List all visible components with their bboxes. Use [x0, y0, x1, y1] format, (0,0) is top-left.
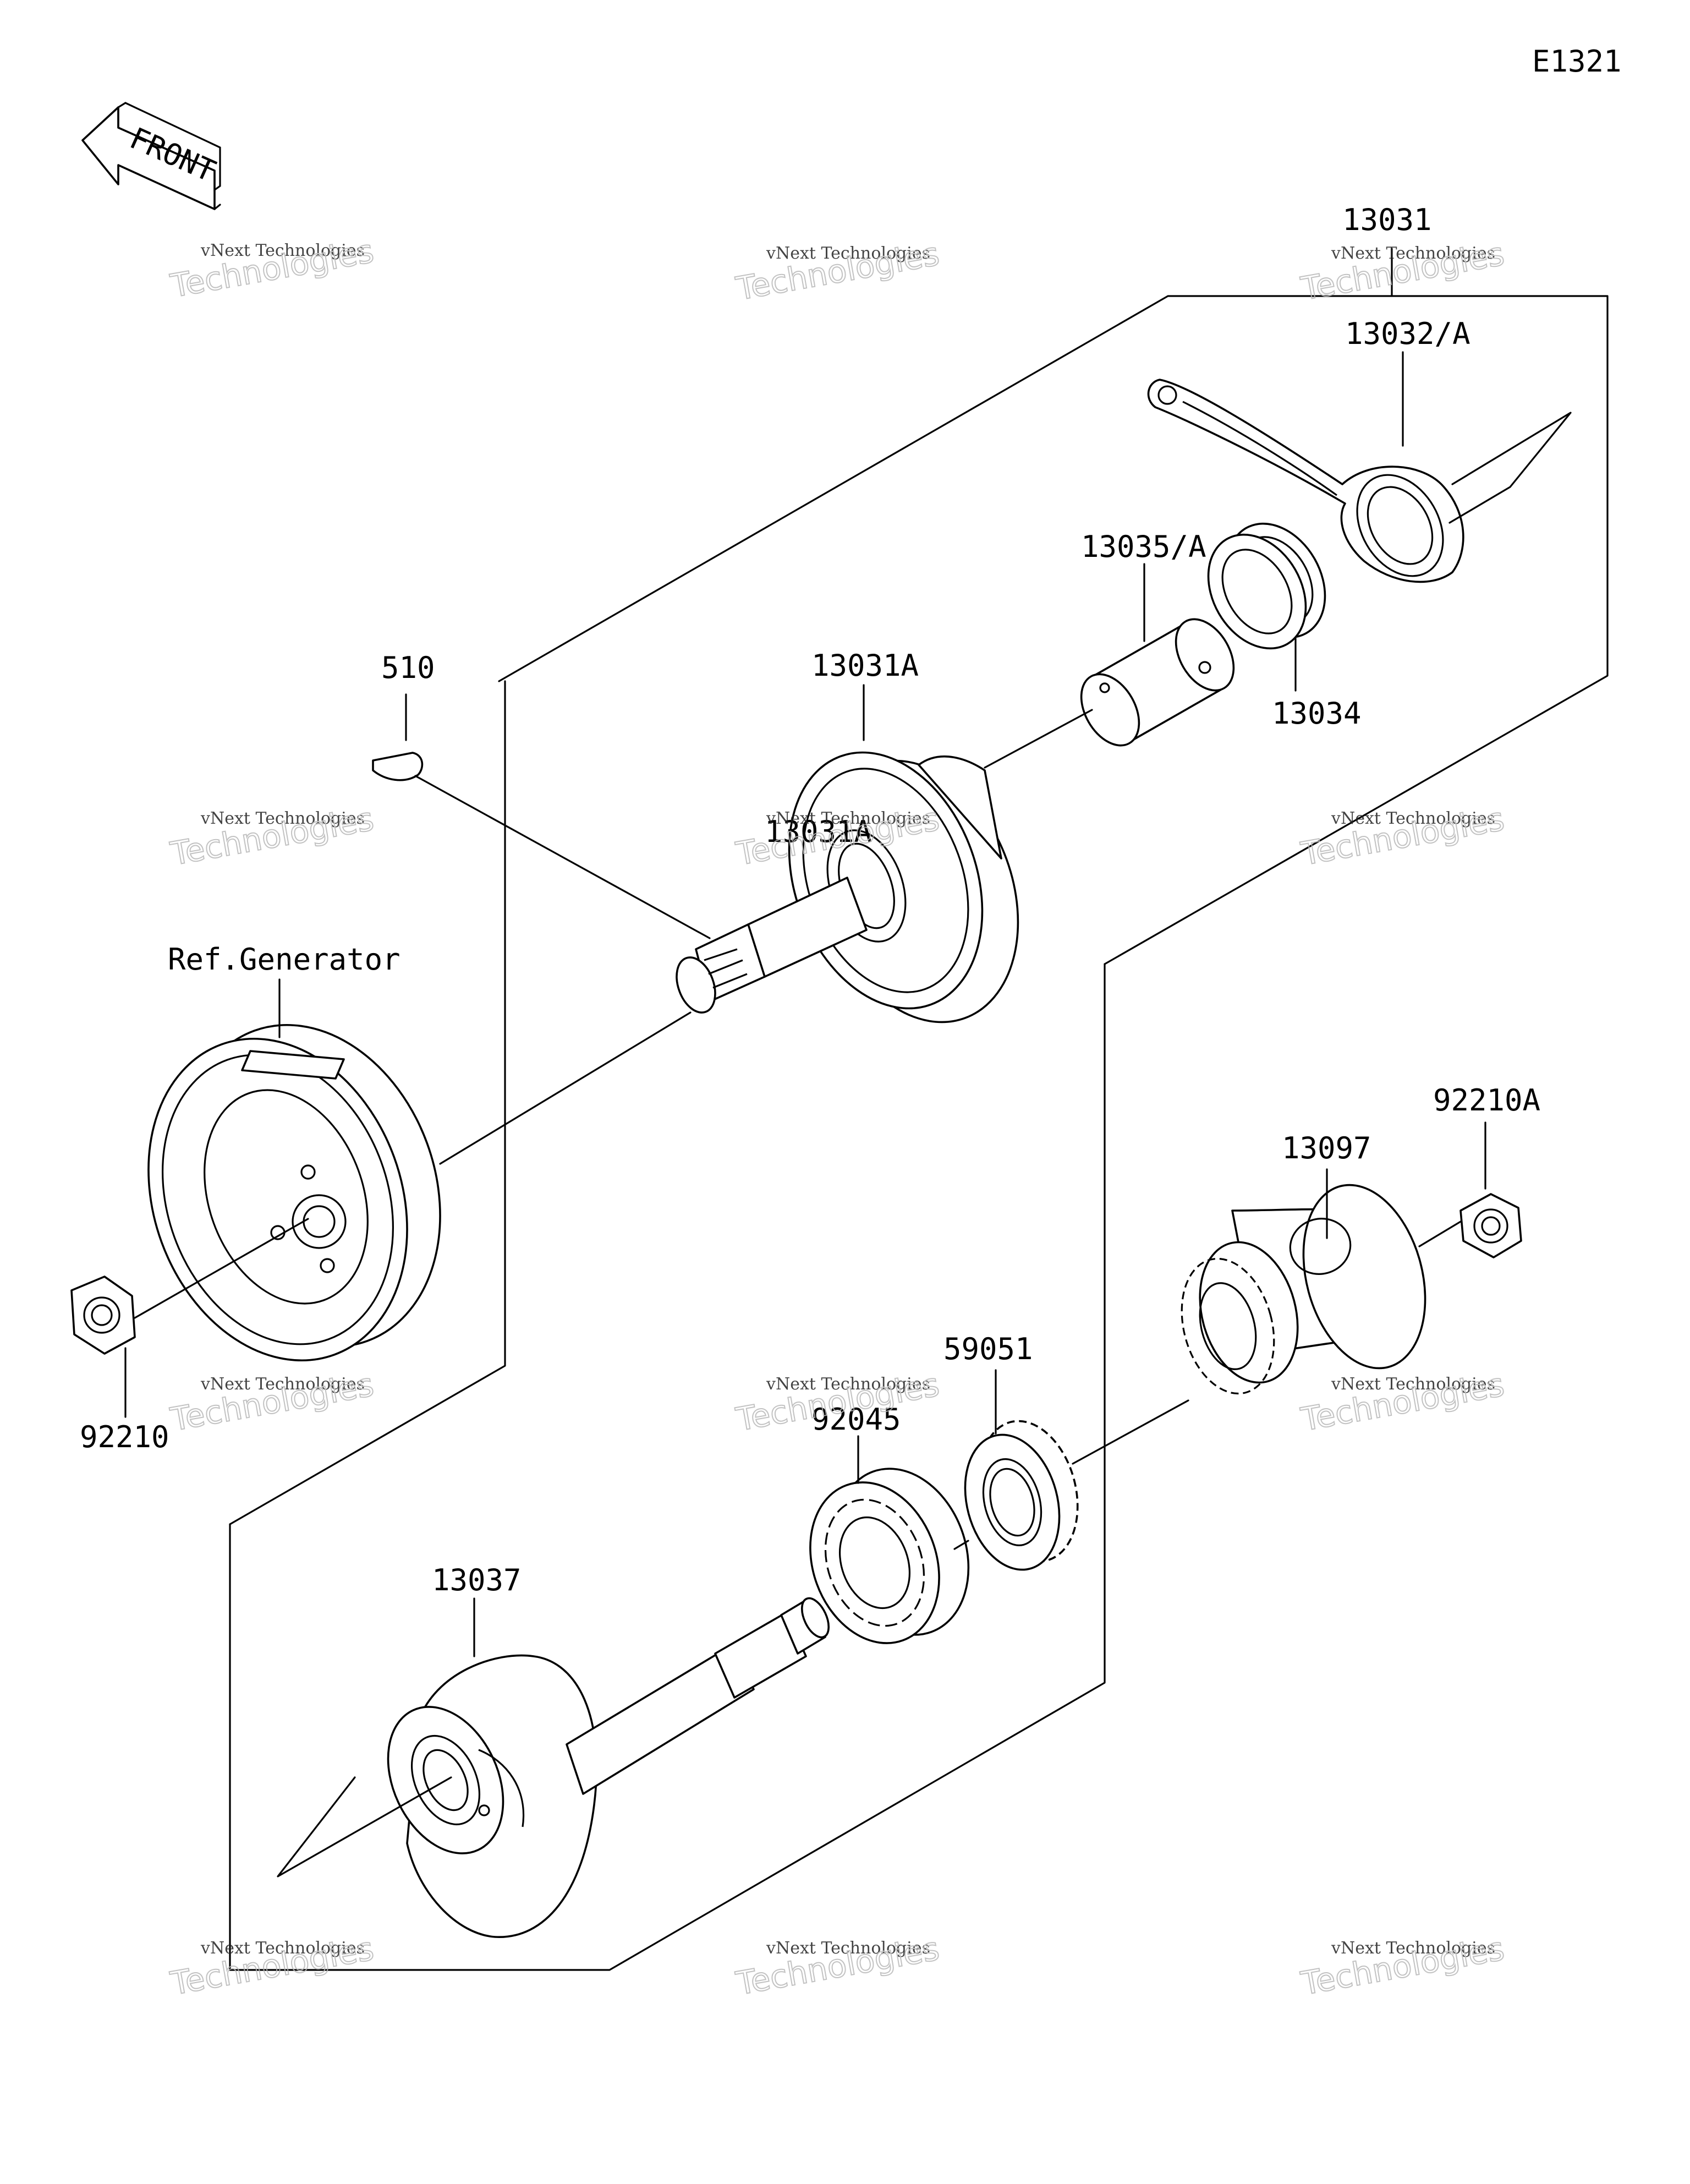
label-92210: 92210	[80, 1420, 169, 1454]
svg-text:vNext Technologies: vNext Technologies	[1331, 244, 1495, 263]
arrow-13032A	[1448, 412, 1572, 524]
group-box-lower	[229, 680, 506, 1525]
svg-text:vNext Technologies: vNext Technologies	[200, 809, 365, 828]
label-92210A: 92210A	[1433, 1083, 1540, 1118]
crankshaft-right-part	[387, 1597, 830, 1938]
label-59051: 59051	[943, 1332, 1033, 1366]
leader-nut-to-rotor	[134, 1218, 309, 1319]
ball-bearing-part	[809, 1468, 970, 1644]
balancer-gear-part	[1181, 1184, 1426, 1395]
nut-92210A-part	[1459, 1193, 1522, 1258]
leader-13097-to-nut	[1418, 1220, 1462, 1247]
label-13037: 13037	[432, 1563, 522, 1597]
svg-text:vNext Technologies: vNext Technologies	[1331, 1939, 1495, 1958]
label-13031A: 13031A	[811, 648, 919, 683]
gear-59051-part	[964, 1420, 1079, 1571]
crankshaft-left-part	[676, 751, 1019, 1023]
generator-rotor-part	[147, 1023, 441, 1362]
svg-text:vNext Technologies: vNext Technologies	[1331, 1375, 1495, 1394]
leader-bearing-to-gear	[953, 1540, 969, 1550]
svg-text:vNext Technologies: vNext Technologies	[200, 241, 365, 260]
label-13031: 13031	[1342, 202, 1432, 237]
label-13097: 13097	[1282, 1131, 1371, 1165]
connecting-rod-part	[1147, 379, 1464, 583]
leader-generator-to-shaft	[439, 1011, 692, 1165]
label-13031A-faint: 13031A	[765, 814, 872, 849]
label-13034: 13034	[1272, 696, 1362, 731]
group-box-right	[229, 963, 1106, 1971]
svg-text:vNext Technologies: vNext Technologies	[1331, 809, 1495, 828]
label-13035A: 13035/A	[1081, 529, 1206, 564]
label-510: 510	[381, 650, 435, 685]
label-13032A: 13032/A	[1345, 316, 1470, 351]
leader-pin-to-crank	[984, 709, 1093, 769]
woodruff-key-part	[372, 752, 424, 781]
svg-text:vNext Technologies: vNext Technologies	[200, 1939, 365, 1958]
front-arrow-icon: FRONT	[81, 102, 221, 210]
arrow-13037	[277, 1776, 452, 1878]
label-ref-generator: Ref.Generator	[168, 942, 400, 977]
group-box-upper	[498, 295, 1609, 965]
leader-510-to-shaft	[414, 775, 711, 939]
needle-bearing-part	[1207, 522, 1326, 650]
svg-text:vNext Technologies: vNext Technologies	[766, 1939, 930, 1958]
svg-text:vNext Technologies: vNext Technologies	[200, 1375, 365, 1394]
svg-text:vNext Technologies: vNext Technologies	[766, 809, 930, 828]
leader-59051-to-13097	[1072, 1399, 1189, 1465]
svg-text:vNext Technologies: vNext Technologies	[766, 1375, 930, 1394]
svg-text:vNext Technologies: vNext Technologies	[766, 244, 930, 263]
label-92045: 92045	[811, 1402, 901, 1437]
crank-pin-part	[1080, 618, 1235, 747]
diagram-code: E1321	[1532, 44, 1622, 79]
nut-92210-part	[70, 1276, 136, 1355]
